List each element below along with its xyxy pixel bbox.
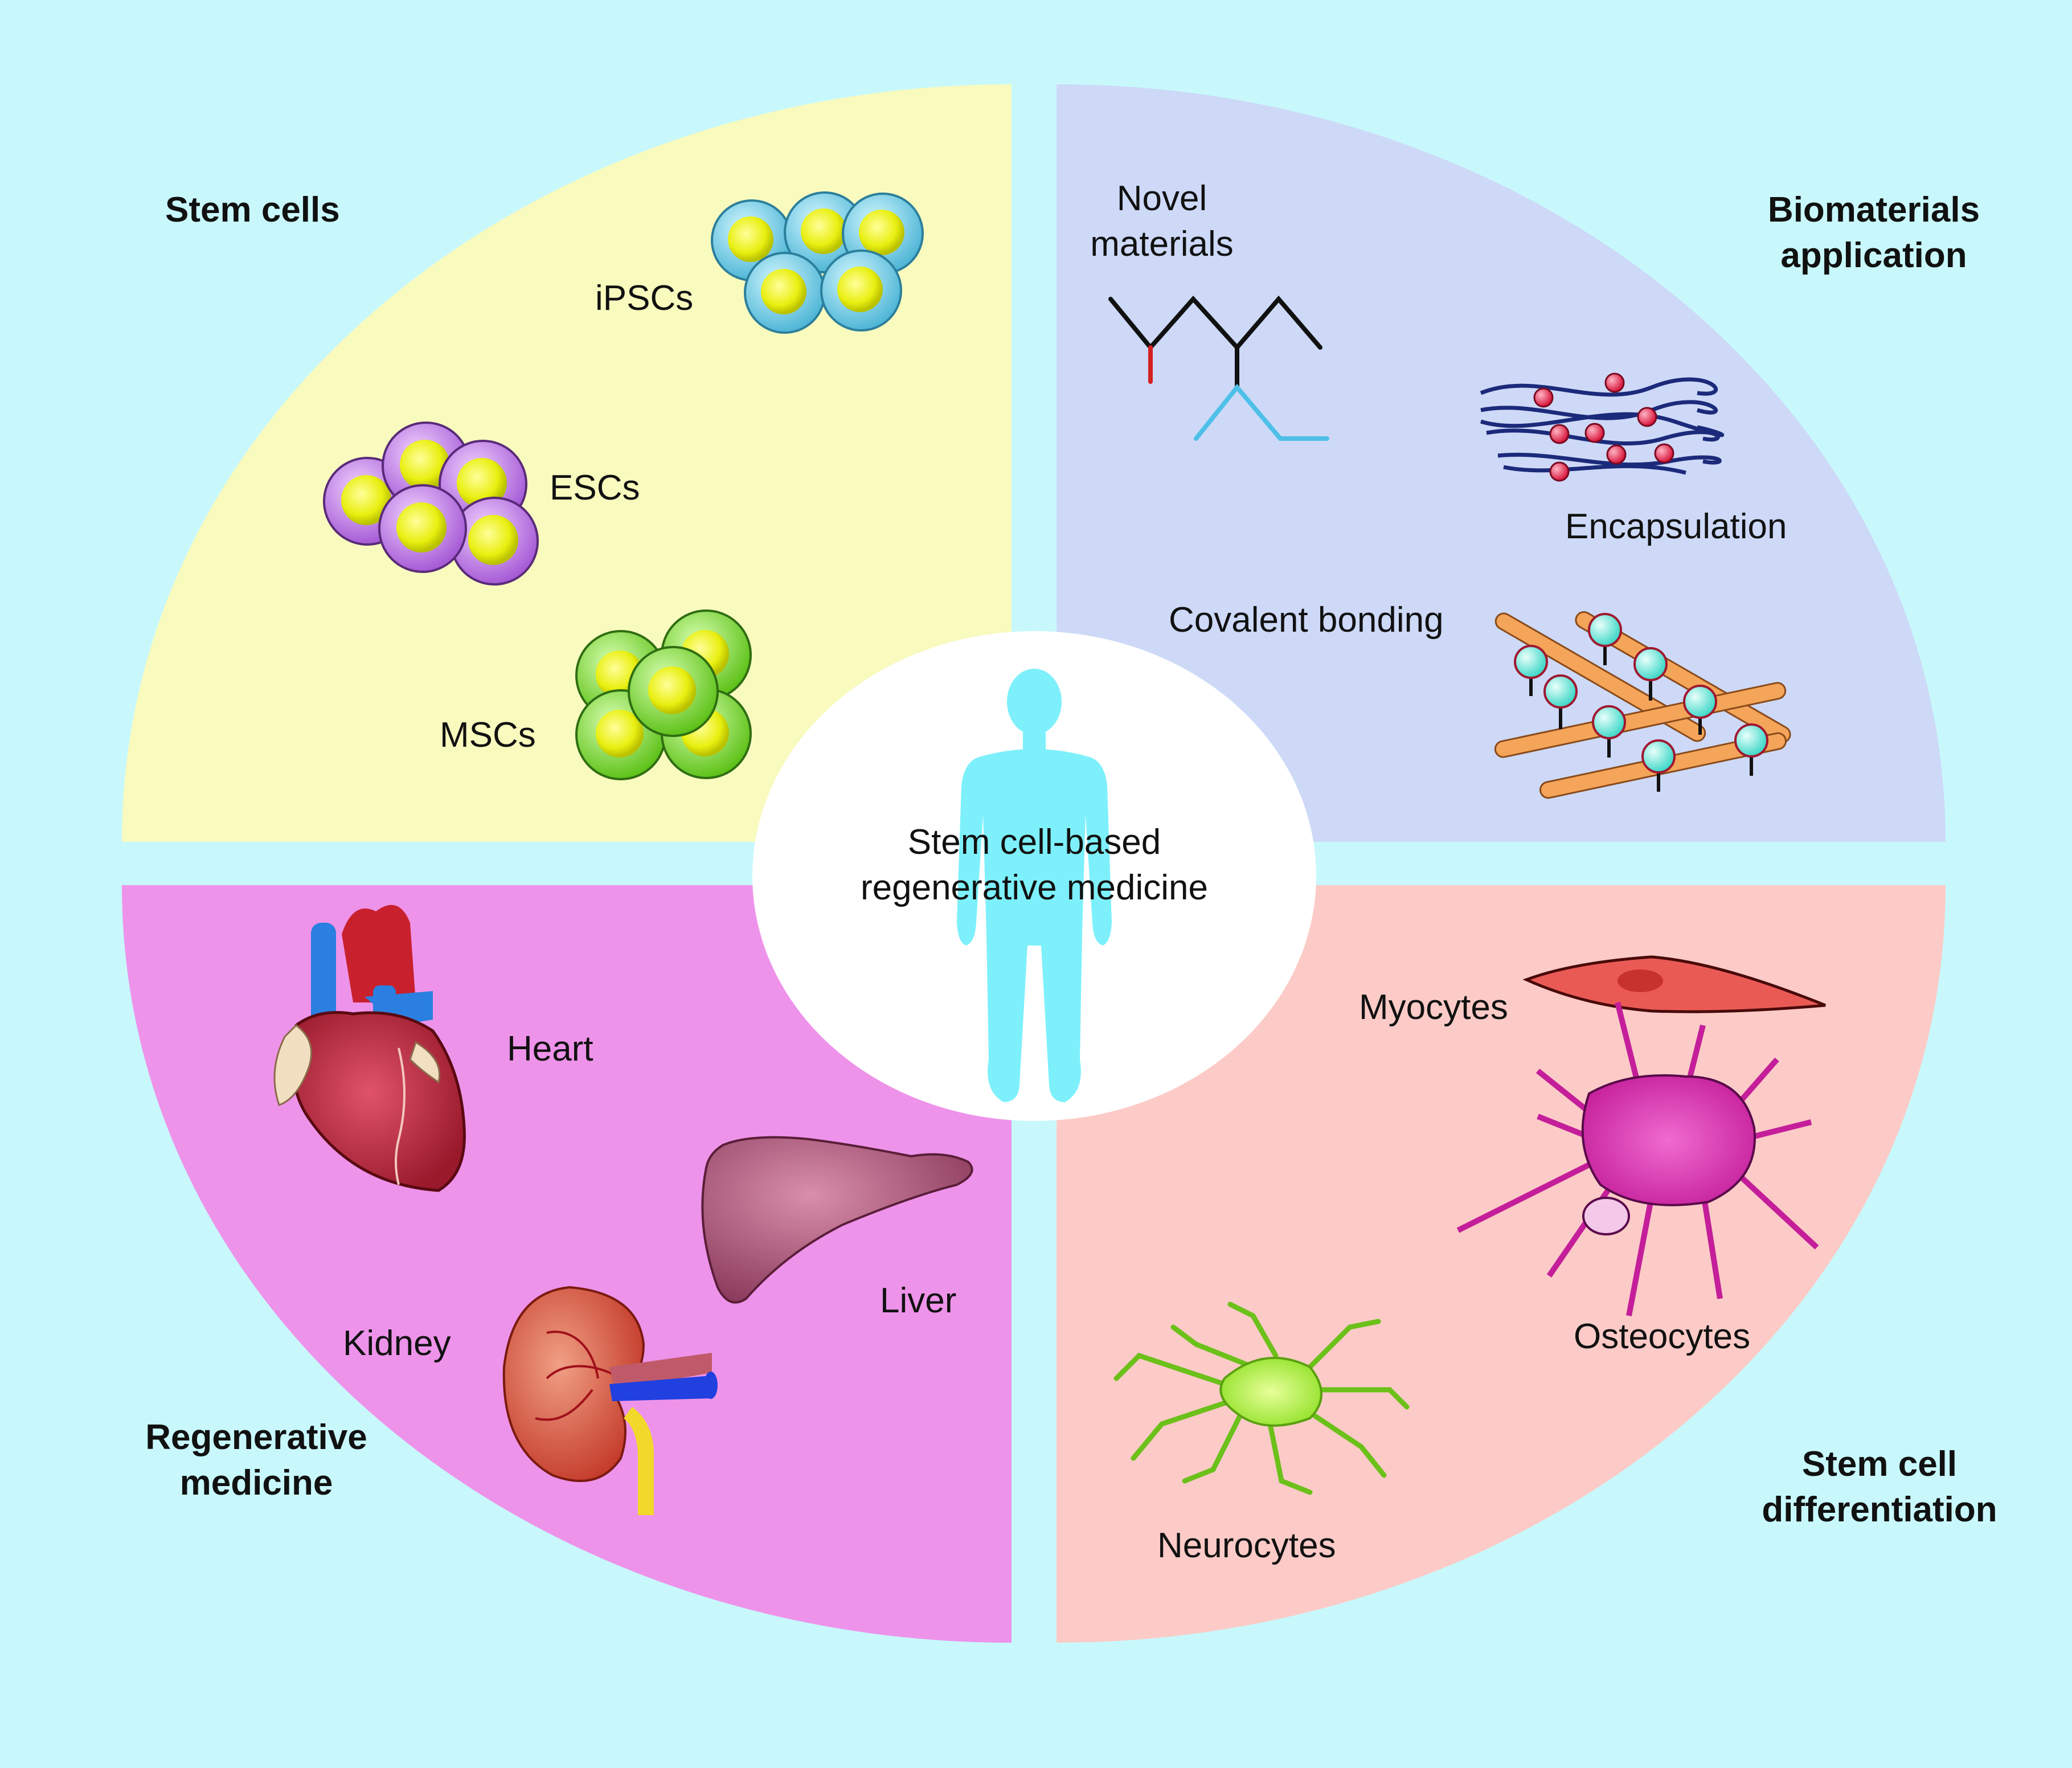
center-title-line1: Stem cell-based (907, 822, 1161, 862)
heart-label: Heart (507, 1029, 593, 1069)
novel-materials-line2: materials (1090, 224, 1234, 264)
liver-label: Liver (880, 1281, 957, 1320)
escs-label: ESCs (550, 468, 640, 508)
encapsulation-label: Encapsulation (1565, 507, 1787, 546)
myocytes-label: Myocytes (1359, 988, 1508, 1027)
human-figure (957, 669, 1112, 1102)
regenerative-title-line1: Regenerative (145, 1418, 367, 1457)
liver-organ-icon (701, 1136, 973, 1304)
quadrant-biomaterials (1057, 84, 1946, 842)
neurocyte-cell-icon (1113, 1302, 1410, 1495)
differentiation-title-line2: differentiation (1762, 1490, 1997, 1529)
novel-materials-molecule-icon (1108, 295, 1329, 441)
myocyte-cell-icon (1522, 955, 1826, 1013)
heart-organ-icon (273, 905, 466, 1192)
stem-cells-title: Stem cells (165, 190, 340, 230)
mscs-cells-icon (575, 609, 752, 780)
quadrant-differentiation (1057, 885, 1946, 1643)
regenerative-title-line2: medicine (179, 1463, 333, 1503)
osteocyte-cell-icon (1456, 1001, 1819, 1316)
biomaterials-title-line1: Biomaterials (1767, 190, 1980, 230)
encapsulation-fibers-icon (1480, 373, 1725, 482)
kidney-organ-icon (502, 1286, 718, 1515)
biomaterials-title-line2: application (1780, 236, 1967, 275)
neurocytes-label: Neurocytes (1157, 1526, 1336, 1565)
ipscs-label: iPSCs (595, 279, 694, 318)
novel-materials-line1: Novel (1116, 179, 1207, 218)
covalent-bonding-lattice-icon (1494, 611, 1791, 799)
escs-cells-icon (323, 421, 539, 586)
covalent-bonding-label: Covalent bonding (1169, 600, 1444, 640)
center-title-line2: regenerative medicine (860, 868, 1208, 907)
mscs-label: MSCs (440, 715, 536, 755)
differentiation-title-line1: Stem cell (1801, 1444, 1958, 1484)
ipscs-cells-icon (711, 191, 924, 334)
kidney-label: Kidney (343, 1324, 451, 1363)
osteocytes-label: Osteocytes (1574, 1317, 1751, 1356)
